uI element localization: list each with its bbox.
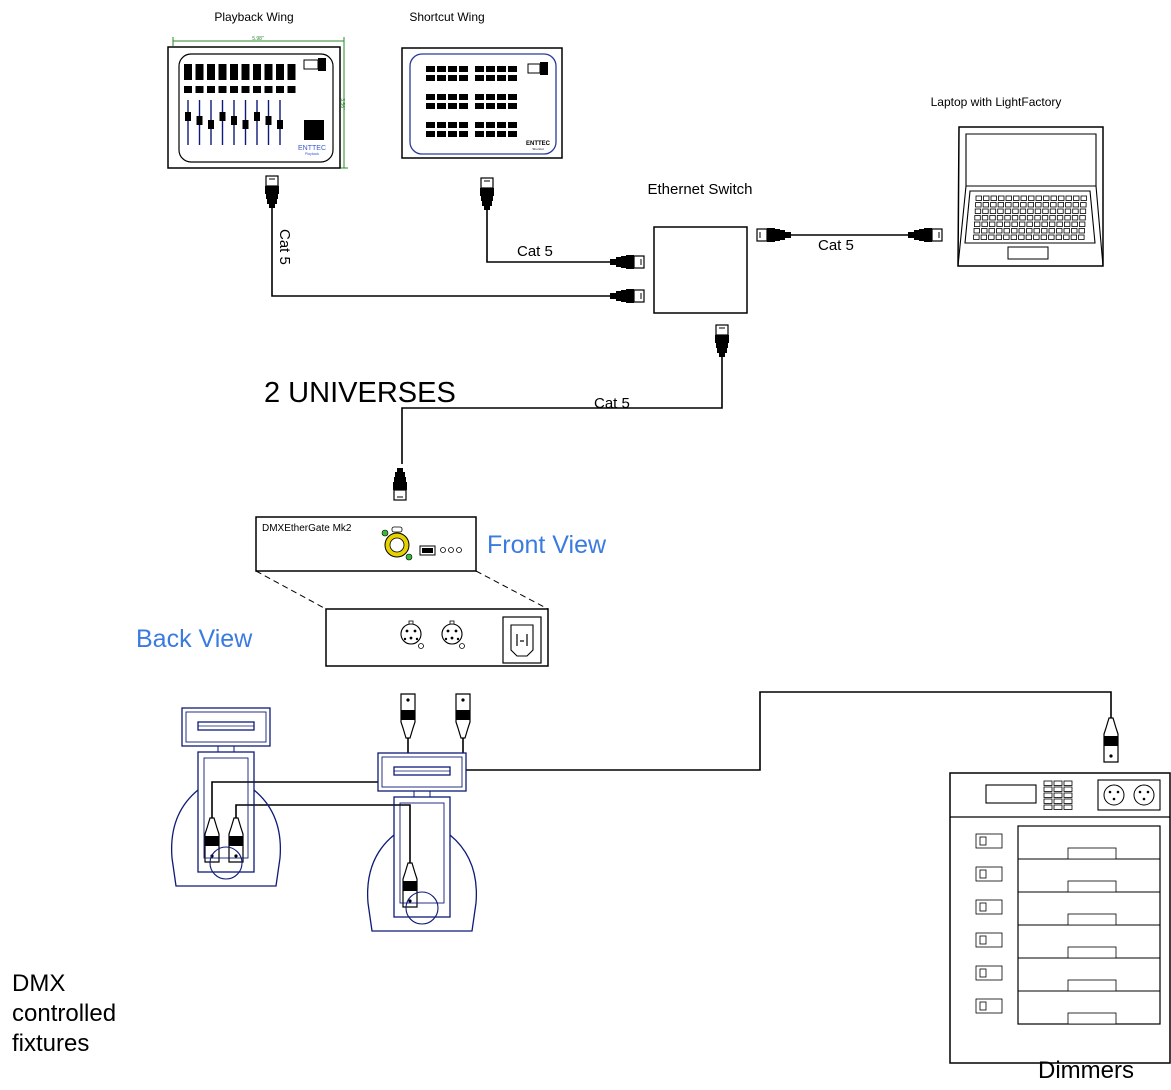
fixtures-label-line2: controlled <box>12 1000 116 1027</box>
laptop-label: Laptop with LightFactory <box>931 95 1062 109</box>
playback-height-dimension: 3.56" <box>339 98 345 110</box>
fixtures-label-line1: DMX <box>12 970 65 997</box>
laptop <box>957 126 1104 267</box>
cable-label-shortcut: Cat 5 <box>517 243 553 260</box>
shortcut-brand: ENTTEC <box>526 141 551 147</box>
fixtures-label-line3: fixtures <box>12 1030 89 1057</box>
playback-model: Playback <box>305 152 319 156</box>
front-view-label: Front View <box>487 531 607 559</box>
playback-wing: 5.98" 3.56" ENTTEC Playback <box>167 36 348 169</box>
cable-label-laptop: Cat 5 <box>818 237 854 254</box>
shortcut-model: Shortcut <box>532 147 543 151</box>
back-view-label: Back View <box>136 625 253 653</box>
network-cables <box>264 175 943 501</box>
universes-label: 2 UNIVERSES <box>264 377 456 409</box>
cable-label-playback: Cat 5 <box>276 229 293 265</box>
playback-buttons <box>184 64 296 93</box>
ethergate-front: DMXEtherGate Mk2 <box>255 516 477 572</box>
laptop-keyboard <box>973 195 1087 240</box>
ethergate-back <box>325 608 549 667</box>
dimmer-rack <box>949 772 1171 1064</box>
cable-label-gate: Cat 5 <box>594 395 630 412</box>
ethernet-switch-label: Ethernet Switch <box>647 181 752 198</box>
shortcut-buttons <box>426 66 517 137</box>
shortcut-wing-label: Shortcut Wing <box>409 10 484 24</box>
dimmers-label: Dimmers <box>1038 1057 1134 1084</box>
playback-faders <box>185 100 283 145</box>
playback-width-dimension: 5.98" <box>252 36 264 42</box>
fixture-left <box>170 707 282 887</box>
ethergate-name: DMXEtherGate Mk2 <box>262 523 352 534</box>
playback-brand: ENTTEC <box>298 145 326 152</box>
dimmer-keypad <box>1043 780 1073 810</box>
fixture-right <box>366 752 478 932</box>
ethernet-switch <box>653 226 748 314</box>
dimmer-channels <box>975 833 1160 1025</box>
playback-wing-label: Playback Wing <box>214 10 293 24</box>
shortcut-wing: ENTTEC Shortcut <box>401 47 563 159</box>
